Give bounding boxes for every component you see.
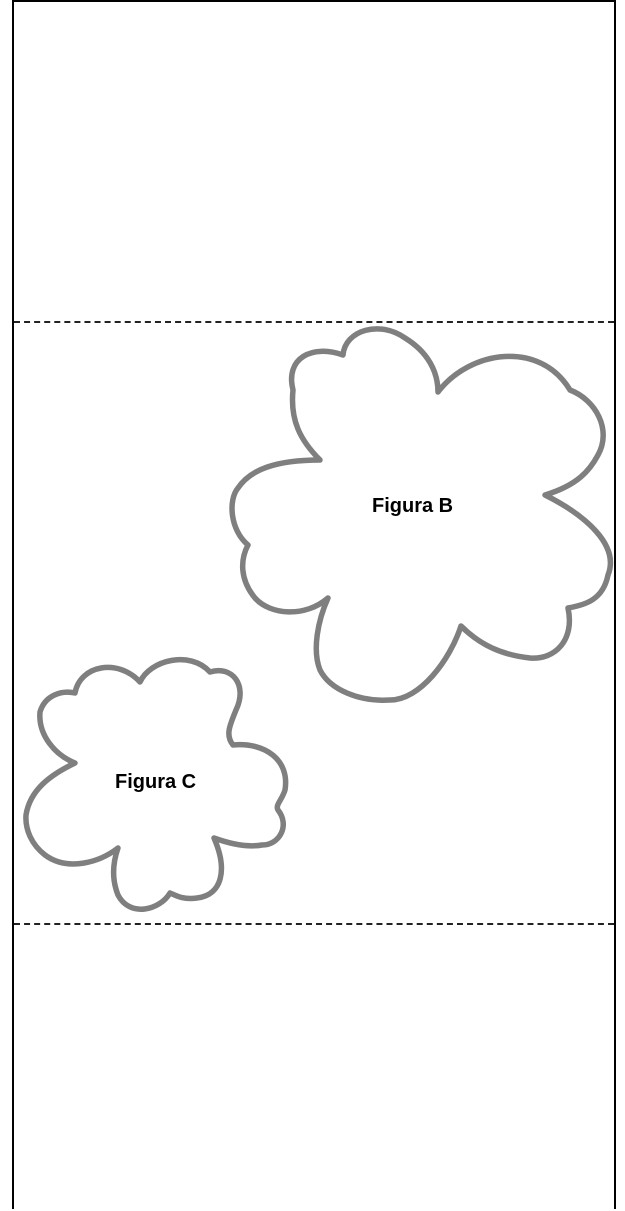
fold-line-bottom [14,923,614,925]
figure-c-flower-outline [23,656,289,912]
page-frame [12,0,616,1209]
fold-line-top [14,321,614,323]
figure-c-label: Figura C [115,771,197,793]
figure-b-flower-outline [229,326,614,703]
figure-b-label: Figura B [372,495,454,517]
